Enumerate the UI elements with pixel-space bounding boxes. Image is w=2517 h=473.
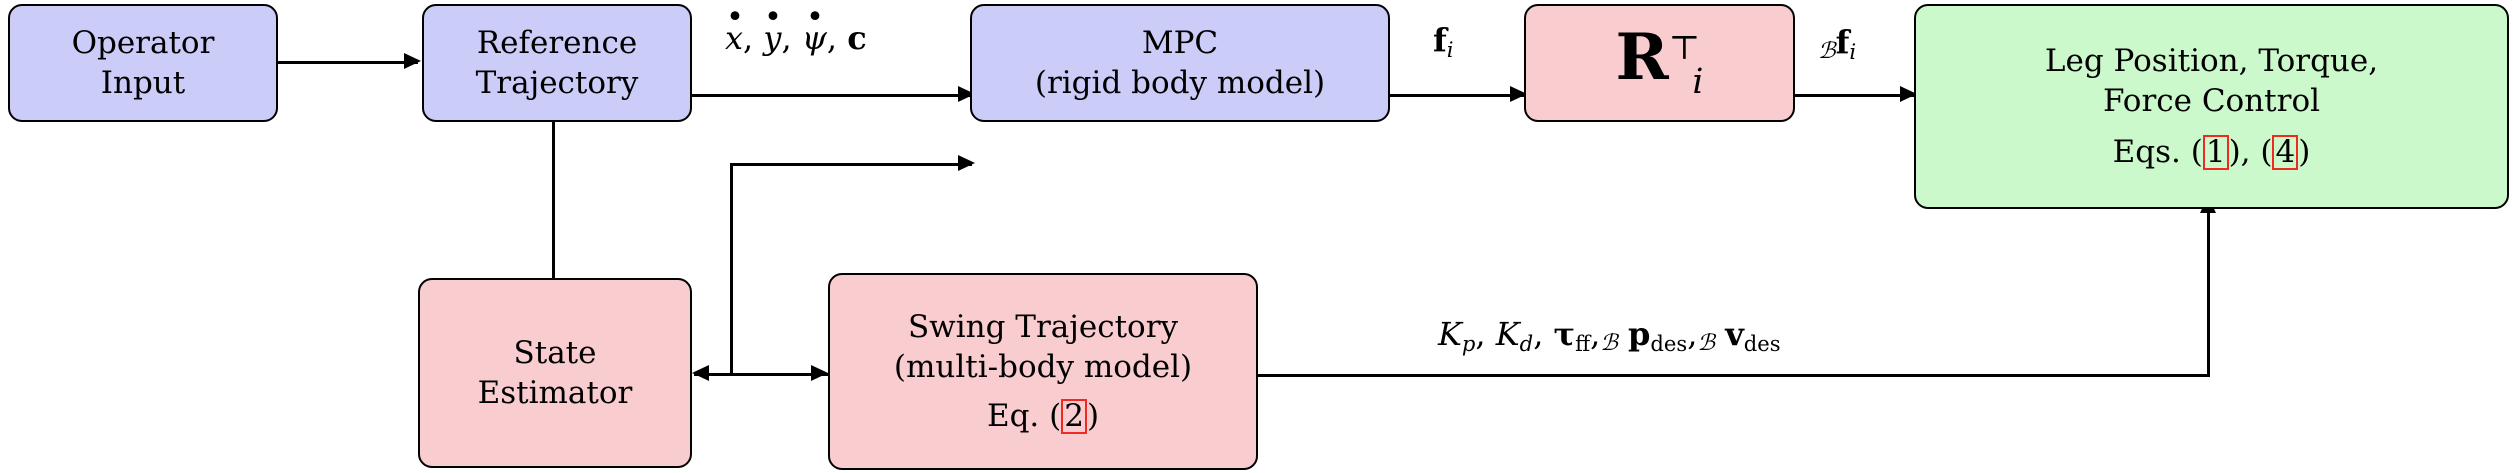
block-reference-trajectory-line-2: Trajectory bbox=[475, 65, 639, 101]
block-operator-input-line-2: Input bbox=[100, 65, 186, 101]
block-reference-trajectory[interactable]: Reference Trajectory bbox=[422, 4, 692, 122]
connector-swing-to-leg-vertical bbox=[2207, 208, 2210, 376]
connector-mpc-to-rotation bbox=[1390, 94, 1524, 97]
arrowhead-swing-to-state bbox=[692, 365, 709, 381]
block-mpc-line-1: MPC bbox=[1141, 24, 1219, 61]
rotation-matrix-superscript: ⊤ bbox=[1668, 27, 1700, 67]
block-swing-trajectory-line-2: (multi-body model) bbox=[893, 349, 1193, 386]
block-state-estimator[interactable]: State Estimator bbox=[418, 278, 692, 468]
equation-reference-link-4[interactable]: 4 bbox=[2272, 134, 2299, 170]
block-swing-trajectory[interactable]: Swing Trajectory (multi-body model) Eq. … bbox=[828, 273, 1258, 470]
block-operator-input[interactable]: Operator Input bbox=[8, 4, 278, 122]
block-state-estimator-line-2: Estimator bbox=[477, 375, 633, 411]
eq-prefix: Eq. ( bbox=[986, 397, 1062, 434]
block-leg-control-line-1: Leg Position, Torque, bbox=[2044, 43, 2379, 80]
block-state-estimator-line-1: State bbox=[513, 334, 597, 371]
connector-state-swing-bidirectional bbox=[694, 373, 828, 376]
eq-prefix: Eqs. ( bbox=[2112, 133, 2203, 170]
block-mpc-line-2: (rigid body model) bbox=[1034, 65, 1326, 101]
connector-swing-to-leg-horizontal bbox=[1258, 374, 2210, 377]
equation-reference-link-2[interactable]: 2 bbox=[1061, 398, 1087, 434]
block-rotation-transform[interactable]: R⊤i bbox=[1524, 4, 1795, 122]
arrowhead-state-to-swing bbox=[811, 365, 828, 381]
block-swing-trajectory-equation-line: Eq. (2) bbox=[987, 396, 1099, 436]
rotation-matrix-base: R bbox=[1615, 20, 1669, 96]
connector-operator-to-reference bbox=[278, 61, 418, 64]
arrowhead-operator-to-reference bbox=[404, 53, 421, 69]
block-operator-input-line-1: Operator bbox=[71, 24, 215, 61]
arrowhead-mpc-to-rotation bbox=[1510, 86, 1527, 102]
arrowhead-feedback-bus-to-mpc bbox=[958, 155, 975, 171]
connector-reference-to-mpc bbox=[692, 94, 972, 97]
edge-label-swing-to-leg: Kp, Kd, τff,ℬ pdes,ℬ vdes bbox=[1438, 315, 1781, 356]
block-leg-control-equation-line: Eqs. (1), (4) bbox=[2112, 132, 2311, 172]
eq-suffix: ) bbox=[1086, 397, 1100, 434]
edge-label-rotation-to-leg: ℬfi bbox=[1818, 23, 1857, 64]
edge-label-mpc-to-rotation: fi bbox=[1433, 21, 1454, 62]
connector-feedback-bus-to-mpc bbox=[730, 163, 972, 166]
block-leg-control[interactable]: Leg Position, Torque, Force Control Eqs.… bbox=[1914, 4, 2509, 209]
block-mpc[interactable]: MPC (rigid body model) bbox=[970, 4, 1390, 122]
rotation-matrix-symbol: R⊤i bbox=[1616, 26, 1704, 99]
connector-state-to-reference bbox=[552, 62, 555, 284]
connector-feedback-bus-vertical bbox=[730, 163, 733, 375]
edge-label-reference-to-mpc: x, y, ψ, c bbox=[725, 22, 867, 54]
block-leg-control-line-2: Force Control bbox=[2102, 83, 2321, 120]
eq-suffix: ) bbox=[2298, 133, 2311, 170]
eq-mid: ), ( bbox=[2228, 133, 2273, 170]
rotation-matrix-subscript: i bbox=[1692, 62, 1704, 103]
block-reference-trajectory-line-1: Reference bbox=[476, 24, 638, 61]
block-swing-trajectory-line-1: Swing Trajectory bbox=[907, 309, 1179, 346]
connector-rotation-to-leg bbox=[1795, 94, 1914, 97]
arrowhead-rotation-to-leg bbox=[1900, 86, 1917, 102]
equation-reference-link-1[interactable]: 1 bbox=[2202, 134, 2229, 170]
